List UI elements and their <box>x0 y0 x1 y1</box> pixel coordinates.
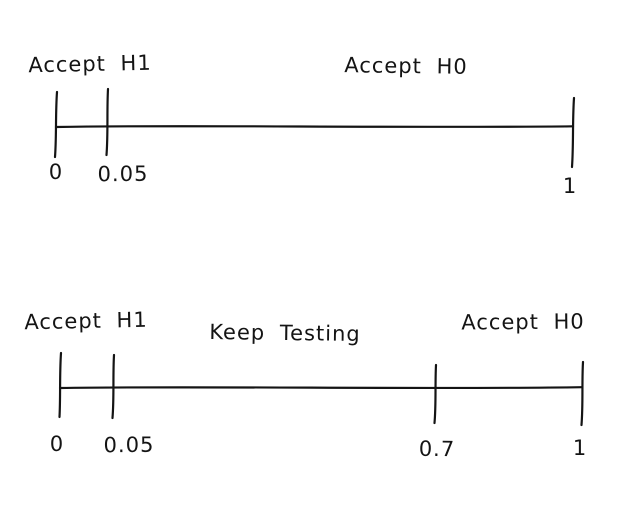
bottom-tick-label-0.05: 0.05 <box>103 432 155 458</box>
bottom-region-label-keep-testing: Keep Testing <box>209 319 361 347</box>
bottom-tick-label-0.7: 0.7 <box>418 436 456 462</box>
top-tick-0.05 <box>105 87 110 157</box>
top-tick-1 <box>570 96 576 169</box>
top-tick-label-0.05: 0.05 <box>97 161 149 187</box>
top-tick-0 <box>53 90 59 159</box>
top-region-label-accept-h0: Accept H0 <box>344 53 468 79</box>
top-axis-line <box>54 125 575 129</box>
bottom-tick-0 <box>58 351 63 419</box>
top-number-line <box>53 87 576 169</box>
bottom-tick-0.7 <box>433 363 438 425</box>
bottom-tick-0.05 <box>111 353 116 420</box>
bottom-axis-line <box>58 386 584 390</box>
bottom-number-line <box>58 351 585 427</box>
bottom-region-label-accept-h0: Accept H0 <box>461 309 585 335</box>
top-region-label-accept-h1: Accept H1 <box>28 50 152 78</box>
bottom-tick-label-1: 1 <box>572 436 588 460</box>
bottom-tick-1 <box>580 360 585 427</box>
top-tick-label-1: 1 <box>562 174 578 198</box>
bottom-region-label-accept-h1: Accept H1 <box>24 307 148 335</box>
bottom-tick-label-0: 0 <box>49 431 65 457</box>
top-tick-label-0: 0 <box>48 159 64 185</box>
